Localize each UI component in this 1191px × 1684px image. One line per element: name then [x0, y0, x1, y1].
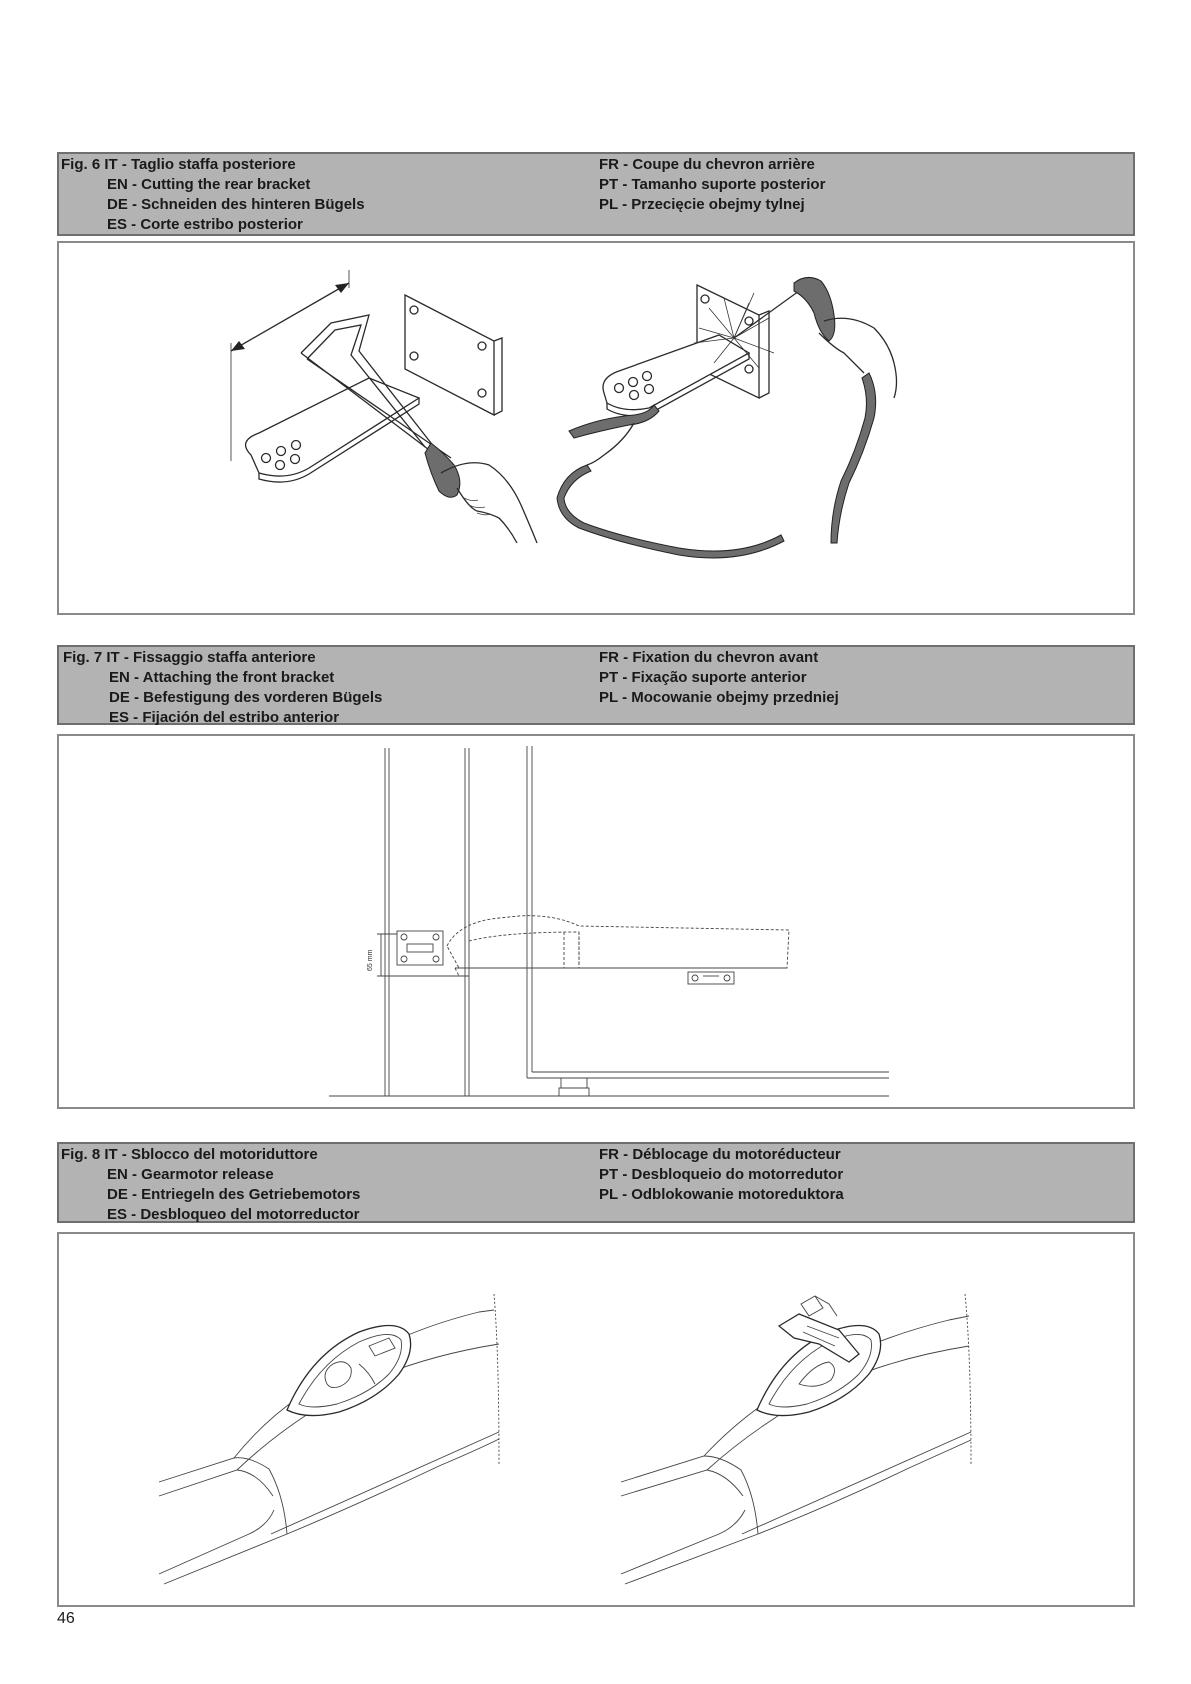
fig7-pl-text: PL - Mocowanie obejmy przedniej: [599, 689, 839, 706]
fig8-pl-text: PL - Odblokowanie motoreduktora: [599, 1186, 844, 1203]
fig7-en-text: EN - Attaching the front bracket: [109, 669, 335, 686]
fig8-fr-text: FR - Déblocage du motoréducteur: [599, 1146, 841, 1163]
fig6-caption: Fig. 6 IT - Taglio staffa posteriore EN …: [57, 152, 1135, 236]
fig7-es-text: ES - Fijación del estribo anterior: [109, 709, 340, 726]
dimension-label: 65 mm: [367, 949, 374, 971]
fig7-fr-text: FR - Fixation du chevron avant: [599, 649, 819, 666]
fig7-caption-left: Fig. 7 IT - Fissaggio staffa anteriore E…: [63, 648, 382, 728]
fig7-it-text: IT - Fissaggio staffa anteriore: [106, 649, 316, 666]
fig8-caption-it-line: Fig. 8 IT - Sblocco del motoriduttore: [61, 1145, 360, 1165]
fig7-caption: Fig. 7 IT - Fissaggio staffa anteriore E…: [57, 645, 1135, 728]
page-number: 46: [57, 1610, 75, 1627]
fig8-pt-text: PT - Desbloqueio do motorredutor: [599, 1166, 844, 1183]
actuator-open: [620, 1293, 972, 1585]
fig7-caption-it-line: Fig. 7 IT - Fissaggio staffa anteriore: [63, 648, 382, 668]
sparks: [693, 292, 775, 369]
gate-diagram: [329, 746, 889, 1097]
fig6-caption-it-line: Fig. 6 IT - Taglio staffa posteriore: [61, 155, 365, 175]
fig8-illustration: [158, 1293, 972, 1585]
fig8-de-text: DE - Entriegeln des Getriebemotors: [107, 1186, 361, 1203]
fig8-label: Fig. 8: [61, 1146, 101, 1163]
fig6-illustration: [230, 270, 898, 559]
fig7-label: Fig. 7: [63, 649, 103, 666]
fig7-pt-text: PT - Fixação suporte anterior: [599, 669, 807, 686]
fig6-pl-text: PL - Przecięcie obejmy tylnej: [599, 196, 805, 213]
fig6-en-text: EN - Cutting the rear bracket: [107, 176, 311, 193]
fig7-illustration-box: 65 mm: [57, 734, 1135, 1109]
fig6-es-text: ES - Corte estribo posterior: [107, 216, 303, 233]
fig6-caption-right: FR - Coupe du chevron arrière PT - Taman…: [599, 155, 825, 215]
fig8-en-text: EN - Gearmotor release: [107, 1166, 274, 1183]
fig7-de-text: DE - Befestigung des vorderen Bügels: [109, 689, 383, 706]
fig6-illustration-box: [57, 241, 1135, 615]
fig7-caption-right: FR - Fixation du chevron avant PT - Fixa…: [599, 648, 839, 708]
fig8-illustration-box: [57, 1232, 1135, 1607]
hacksaw-scene: [230, 270, 538, 544]
fig6-label: Fig. 6: [61, 156, 101, 173]
fig6-caption-left: Fig. 6 IT - Taglio staffa posteriore EN …: [61, 155, 365, 235]
welding-scene: [556, 277, 898, 559]
fig6-de-text: DE - Schneiden des hinteren Bügels: [107, 196, 365, 213]
fig7-illustration: 65 mm: [329, 746, 889, 1097]
fig6-it-text: IT - Taglio staffa posteriore: [104, 156, 296, 173]
fig8-caption-left: Fig. 8 IT - Sblocco del motoriduttore EN…: [61, 1145, 360, 1225]
fig6-fr-text: FR - Coupe du chevron arrière: [599, 156, 815, 173]
fig8-es-text: ES - Desbloqueo del motorreductor: [107, 1206, 360, 1223]
fig6-pt-text: PT - Tamanho suporte posterior: [599, 176, 826, 193]
fig8-it-text: IT - Sblocco del motoriduttore: [104, 1146, 318, 1163]
fig8-caption: Fig. 8 IT - Sblocco del motoriduttore EN…: [57, 1142, 1135, 1223]
actuator-closed: [158, 1293, 500, 1585]
fig8-caption-right: FR - Déblocage du motoréducteur PT - Des…: [599, 1145, 844, 1205]
